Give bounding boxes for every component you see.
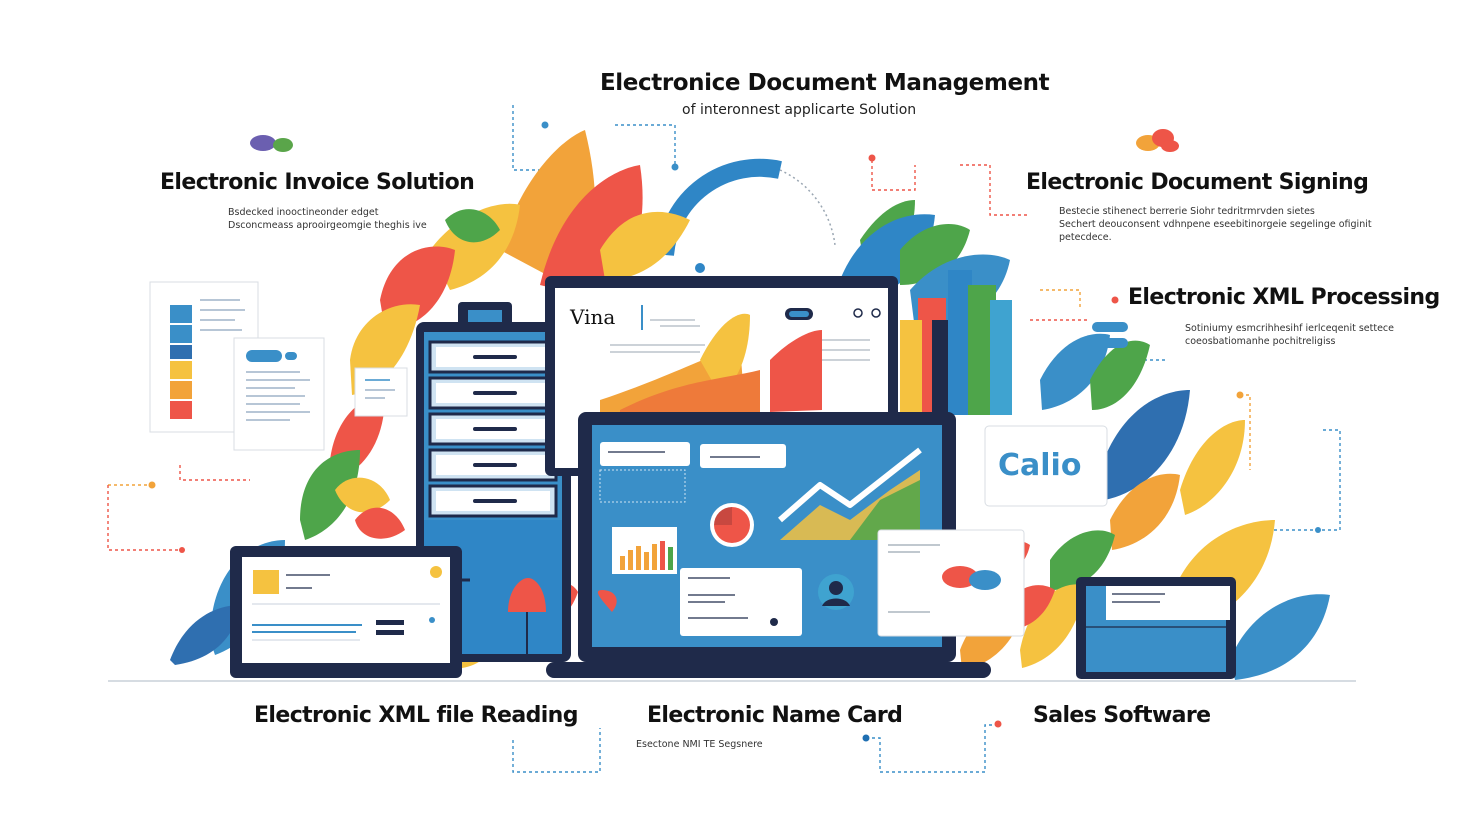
lamp [508,578,546,660]
floating-documents [149,281,408,451]
feature-name-card-label: Electronic Name Card [647,703,903,728]
feature-signing-desc: Bestecie stihenect berrerie Siohr tedrit… [1059,205,1372,244]
arc-gauge [656,158,836,273]
feature-xml-processing-desc: Sotiniumy esmcrihhesihf ierlceqenit sett… [1185,322,1394,348]
cloud-icon-right [1136,129,1179,152]
desc-line: Sechert deouconsent vdhnpene eseebitinor… [1059,219,1372,230]
feature-name-card-desc: Esectone NMI TE Segsnere [636,739,763,750]
card-badge-text: Calio [998,448,1082,483]
cloud-icon-left [250,135,293,152]
feature-xml-reading-label: Electronic XML file Reading [254,703,578,728]
desc-line: Dsconcmeass aprooirgeomgie theghis ive [228,220,427,231]
feature-invoice-desc: Bsdecked inooctineonder edget Dsconcmeas… [228,206,427,232]
desc-line: Sotiniumy esmcrihhesihf ierlceqenit sett… [1185,323,1394,334]
floating-card [877,425,1108,637]
feature-xml-processing-label: Electronic XML Processing [1128,285,1440,310]
page-subtitle: of interonnest applicarte Solution [682,102,917,118]
desc-line: Bsdecked inooctineonder edget [228,207,379,218]
badges [1092,322,1128,348]
feature-invoice-label: Electronic Invoice Solution [160,170,475,195]
main-laptop [546,412,991,678]
desc-line: Bestecie stihenect berrerie Siohr tedrit… [1059,206,1315,217]
screen-brand: Vina [570,305,616,329]
feature-signing-label: Electronic Document Signing [1026,170,1369,195]
desc-line: coeosbatiomanhe pochitreligiss [1185,336,1336,347]
connector-dots [148,121,1321,742]
left-laptop [230,546,462,678]
right-laptop [1076,577,1236,679]
feature-sales-label: Sales Software [1033,703,1211,728]
city-bars [900,270,1012,415]
leaves [170,130,1330,680]
desc-line: petecdece. [1059,232,1112,243]
page-title: Electronice Document Management [600,70,1050,96]
